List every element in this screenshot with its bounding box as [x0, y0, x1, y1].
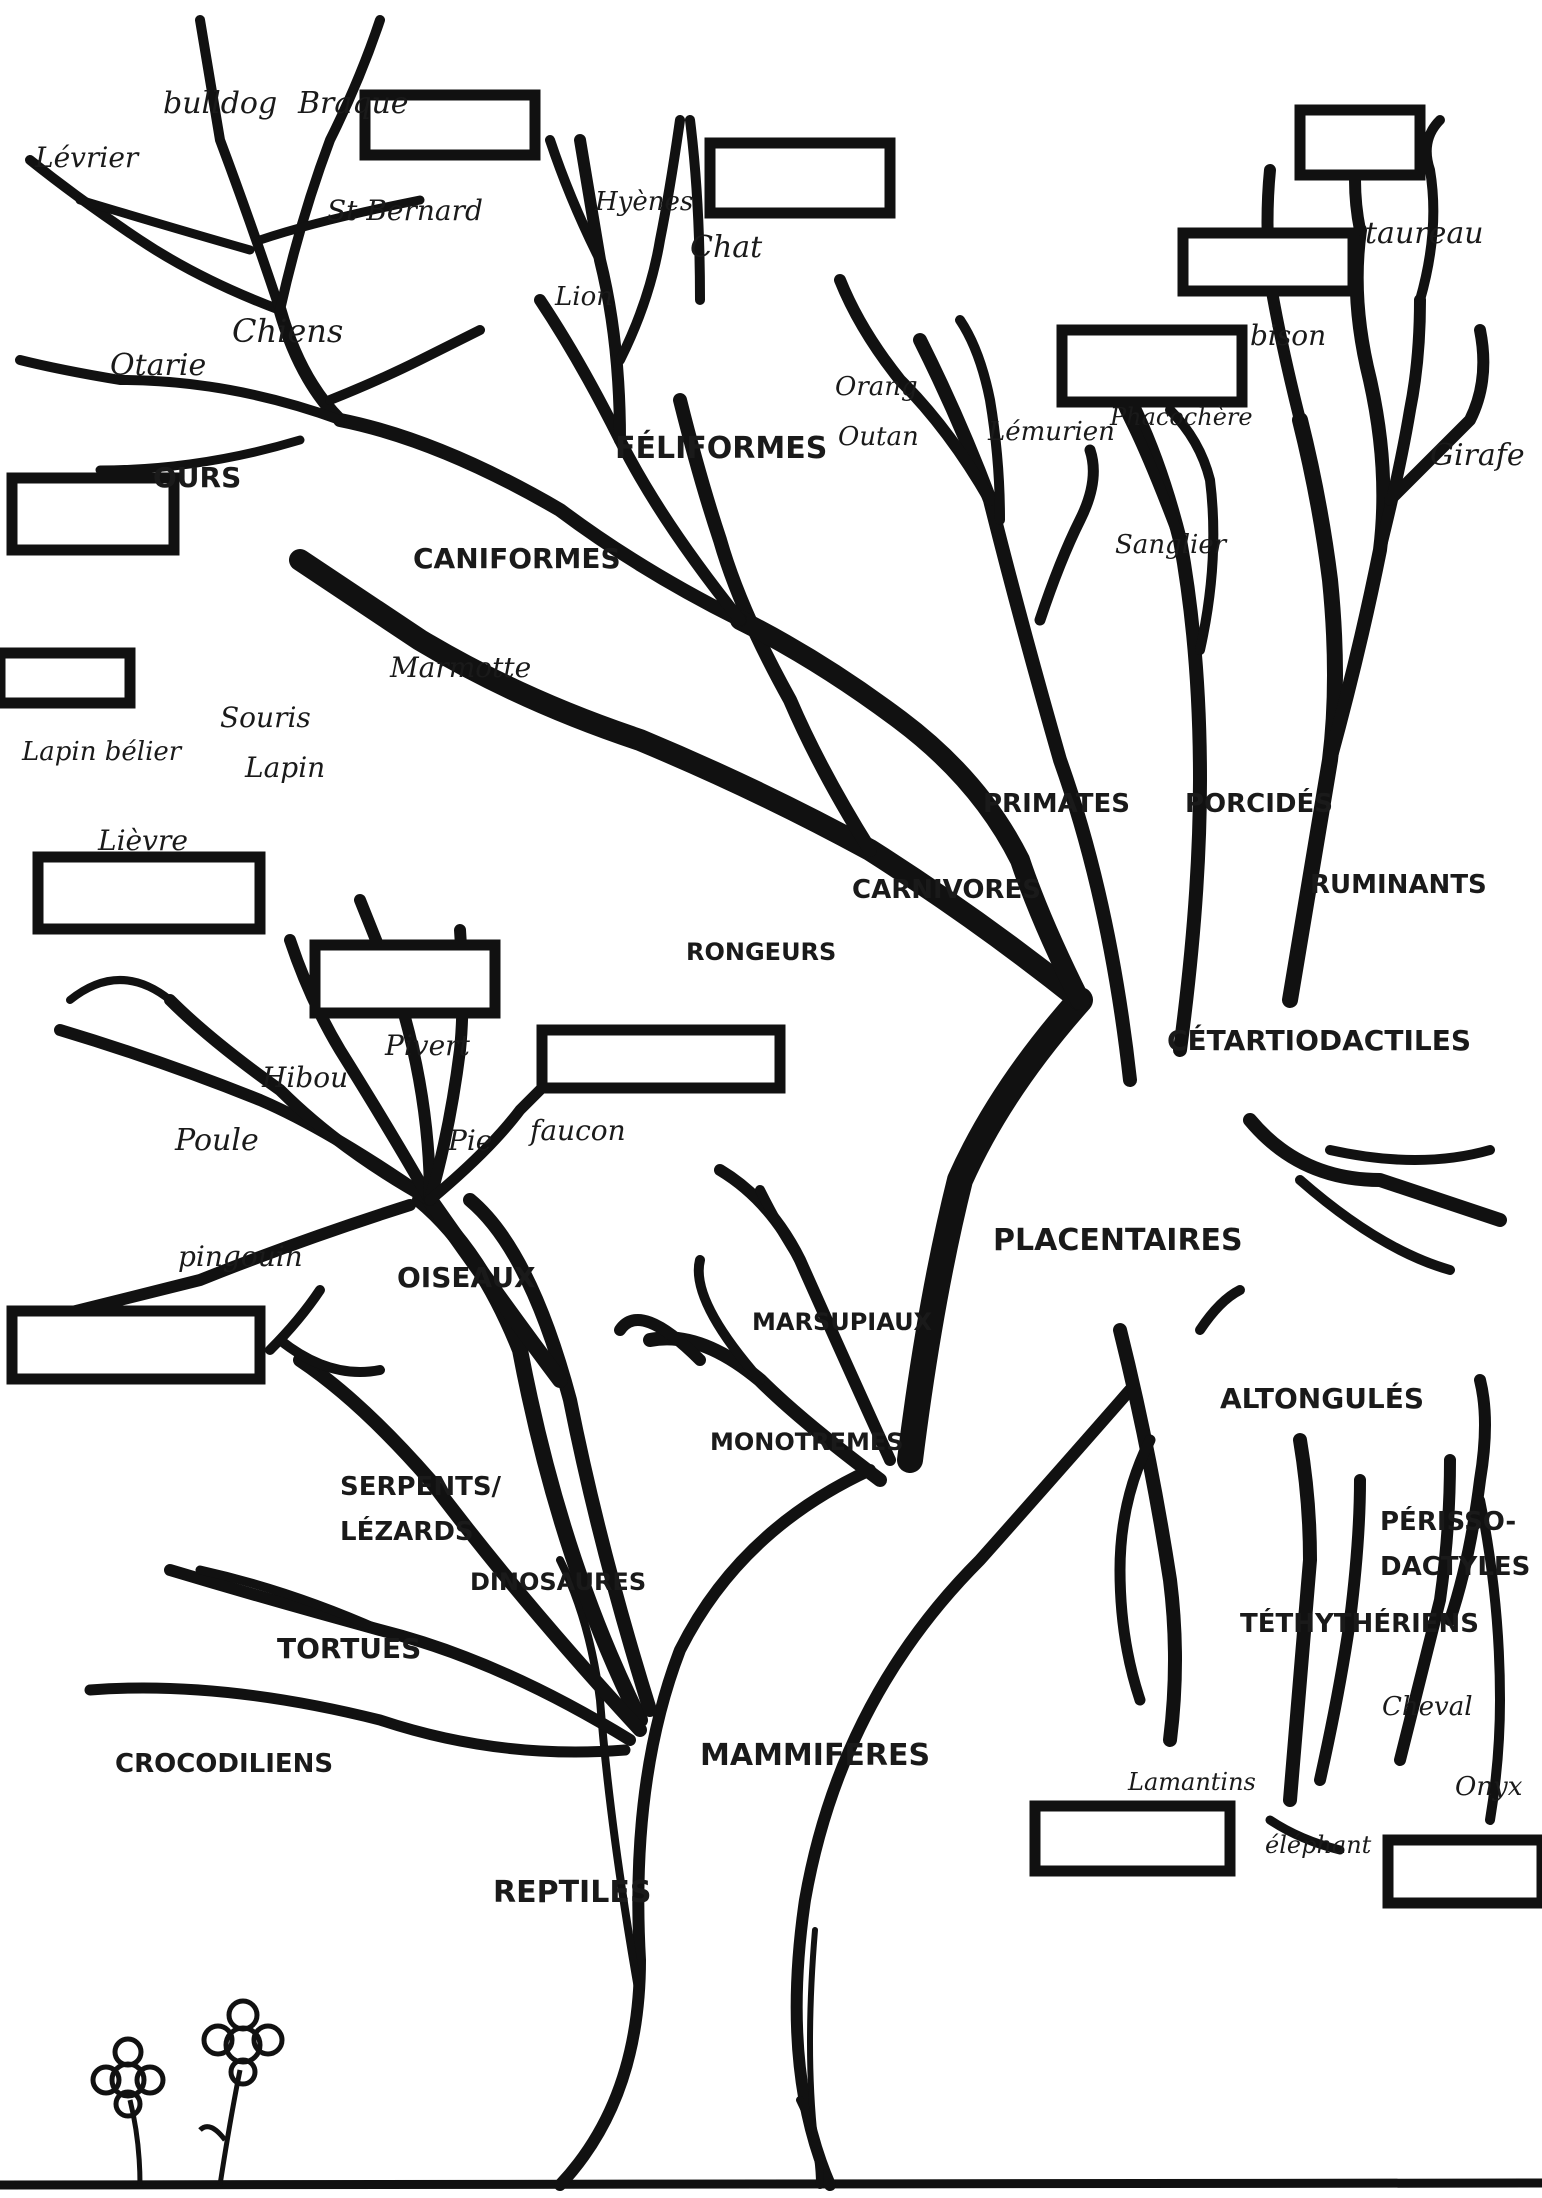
label-ours: OURS: [153, 461, 241, 494]
label-st-bernard: St Bernard: [327, 194, 483, 227]
blank-box: [38, 857, 260, 929]
label-braque: Braque: [297, 86, 409, 121]
label-lapin: Lapin: [244, 751, 325, 784]
blank-box: [0, 653, 130, 703]
label-perisso: PÉRISSO-: [1380, 1505, 1516, 1537]
blank-box: [12, 1311, 260, 1379]
label-dinosaures: DINOSAURES: [470, 1568, 646, 1596]
label-crocodiliens: CROCODILIENS: [115, 1749, 333, 1779]
label-reptiles: REPTILES: [493, 1875, 651, 1910]
label-pingouin: pingouin: [178, 1240, 303, 1273]
label-lapin-belier: Lapin bélier: [21, 737, 183, 767]
label-lezards: LÉZARDS: [340, 1515, 474, 1547]
label-bulldog: bulldog: [163, 86, 277, 121]
label-oiseaux: OISEAUX: [397, 1261, 536, 1294]
label-monotremes: MONOTREMES: [710, 1428, 904, 1456]
label-onyx: Onyx: [1455, 1772, 1523, 1802]
label-marmotte: Marmotte: [389, 651, 531, 684]
label-cheval: Cheval: [1382, 1692, 1473, 1722]
label-mammiferes: MAMMIFERES: [700, 1738, 930, 1773]
blank-box: [1183, 233, 1353, 291]
label-dactyles: DACTYLES: [1380, 1552, 1530, 1582]
label-feliformes: FÉLIFORMES: [615, 430, 827, 466]
label-placentaires: PLACENTAIRES: [993, 1223, 1243, 1258]
label-serpents: SERPENTS/: [340, 1472, 502, 1502]
blank-box: [1062, 330, 1242, 402]
ground-line: [0, 2183, 1542, 2185]
label-bison: bison: [1250, 319, 1326, 352]
label-phacochere: Phacochère: [1109, 403, 1253, 431]
label-poule: Poule: [174, 1123, 259, 1158]
blank-box: [542, 1030, 780, 1088]
label-lion: Lion: [554, 282, 613, 312]
label-pivert: Pivert: [384, 1029, 471, 1062]
label-orang: Orang: [835, 372, 918, 402]
label-ruminants: RUMINANTS: [1310, 870, 1487, 900]
label-lamantins: Lamantins: [1127, 1768, 1256, 1796]
label-tortues: TORTUES: [277, 1632, 421, 1665]
label-rongeurs: RONGEURS: [686, 938, 836, 966]
label-outan: Outan: [838, 422, 919, 452]
label-marsupiaux: MARSUPIAUX: [752, 1308, 933, 1336]
label-elephant: éléphant: [1265, 1831, 1372, 1859]
label-chiens: Chiens: [232, 312, 343, 350]
label-levrier: Lévrier: [34, 141, 140, 174]
blank-box: [1300, 110, 1420, 175]
flower-left: [93, 2039, 163, 2185]
flower-right: [200, 2001, 282, 2185]
label-altongules: ALTONGULÉS: [1220, 1381, 1424, 1415]
label-caniformes: CANIFORMES: [413, 542, 621, 575]
label-pie: Pie: [447, 1124, 492, 1157]
blank-box: [315, 945, 495, 1013]
blank-box: [12, 478, 174, 550]
label-tethytheriens: TÉTHYTHÉRIENS: [1240, 1607, 1479, 1639]
blank-box: [1035, 1806, 1230, 1871]
label-porcides: PORCIDÉS: [1185, 787, 1333, 819]
blank-box: [710, 143, 890, 213]
label-primates: PRIMATES: [983, 789, 1130, 819]
label-carnivores: CARNIVORES: [852, 875, 1041, 905]
label-hyenes: Hyènes: [594, 187, 693, 217]
blank-box: [1388, 1840, 1542, 1903]
label-lemurien: Lémurien: [987, 417, 1115, 447]
label-otarie: Otarie: [110, 348, 206, 383]
label-cetartiodactiles: CÉTARTIODACTILES: [1167, 1023, 1471, 1057]
label-taureau: taureau: [1365, 216, 1484, 251]
label-souris: Souris: [220, 701, 311, 734]
label-lievre: Lièvre: [97, 824, 188, 857]
label-hibou: Hibou: [261, 1061, 348, 1094]
label-faucon: faucon: [528, 1114, 626, 1147]
label-chat: Chat: [690, 230, 763, 265]
label-sanglier: Sanglier: [1115, 530, 1228, 560]
label-girafe: Girafe: [1430, 438, 1525, 473]
